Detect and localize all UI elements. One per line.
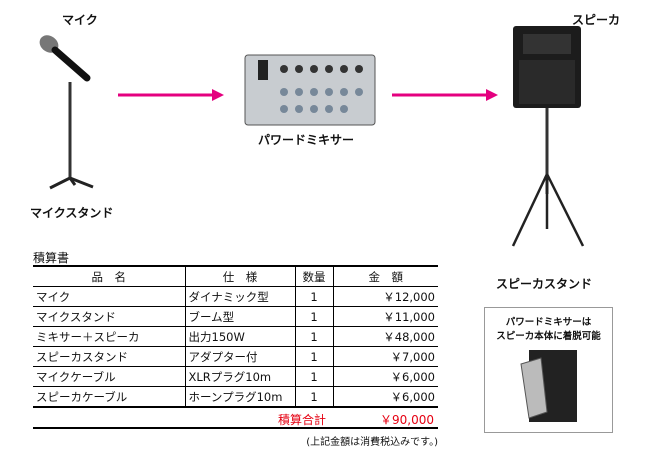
mic-and-stand-image [39,35,94,190]
total-row: 積算合計 ￥90,000 [33,409,438,429]
header-item: 品 名 [33,266,186,287]
cell-spec: ホーンプラグ10m [185,386,296,407]
header-qty: 数量 [295,266,334,287]
cell-item: マイク [33,286,186,307]
cell-spec: ブーム型 [185,306,296,327]
mixer-label: パワードミキサー [258,133,355,147]
speaker-and-stand-image [511,26,585,247]
cell-qty: 1 [295,286,334,307]
speaker-with-mixer-image [520,350,577,422]
total-label: 積算合計 [278,413,327,427]
note-line-2: スピーカ本体に着脱可能 [496,331,601,342]
cell-qty: 1 [295,306,334,327]
cell-price: ￥48,000 [333,326,438,347]
cell-item: ミキサー＋スピーカ [33,326,186,347]
cell-price: ￥12,000 [333,286,438,307]
cell-item: マイクケーブル [33,366,186,387]
cell-item: スピーカスタンド [33,346,186,367]
cell-item: マイクスタンド [33,306,186,327]
cell-price: ￥7,000 [333,346,438,367]
powered-mixer-image [244,54,376,126]
header-price: 金 額 [333,266,438,287]
cell-item: スピーカケーブル [33,386,186,407]
tax-note: (上記金額は消費税込みです。) [306,437,438,448]
mic-label: マイク [62,13,98,27]
note-line-1: パワードミキサーは [505,317,592,328]
cell-spec: XLRプラグ10m [185,366,296,387]
cell-qty: 1 [295,346,334,367]
cell-price: ￥6,000 [333,366,438,387]
cell-spec: アダプター付 [185,346,296,367]
mic-stand-label: マイクスタンド [30,206,114,220]
detachable-note-box: パワードミキサーは スピーカ本体に着脱可能 [484,307,613,433]
speaker-label: スピーカ [572,13,621,27]
cell-qty: 1 [295,326,334,347]
arrow-icon [118,89,224,101]
cell-price: ￥6,000 [390,389,435,404]
cell-price: ￥11,000 [333,306,438,327]
cell-qty: 1 [295,366,334,387]
speaker-stand-label: スピーカスタンド [496,277,593,291]
cell-spec: ダイナミック型 [185,286,296,307]
total-value: ￥90,000 [380,413,434,427]
arrow-icon [392,89,498,101]
cell-spec: 出力150W [185,326,296,347]
cell-qty: 1 [295,386,334,407]
estimate-title: 積算書 [33,251,70,265]
header-spec: 仕 様 [185,266,296,287]
